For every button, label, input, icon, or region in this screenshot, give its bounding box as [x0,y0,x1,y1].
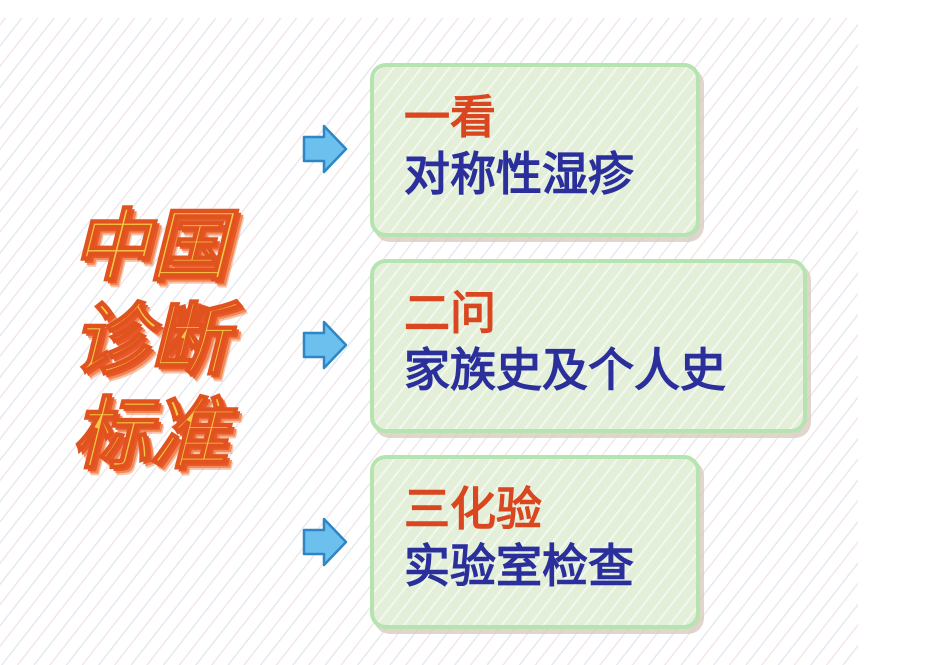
step-card-look: 一看 对称性湿疹 [370,63,700,237]
step-heading: 一看 [404,90,496,144]
step-text: 实验室检查 [404,539,634,593]
step-text: 家族史及个人史 [404,343,726,397]
title-line-2: 诊断 [71,295,229,387]
step-card-test: 三化验 实验室检查 [370,455,700,629]
title-line-1: 中国 [71,201,229,293]
arrow-right-icon [302,124,348,174]
step-card-ask: 二问 家族史及个人史 [370,259,807,433]
arrow-right-icon [302,517,348,567]
step-heading: 二问 [404,286,496,340]
step-text: 对称性湿疹 [404,147,634,201]
title-line-3: 标准 [71,389,229,481]
main-title: 中国 诊断 标准 [71,200,262,482]
arrow-right-icon [302,320,348,370]
step-heading: 三化验 [404,482,542,536]
